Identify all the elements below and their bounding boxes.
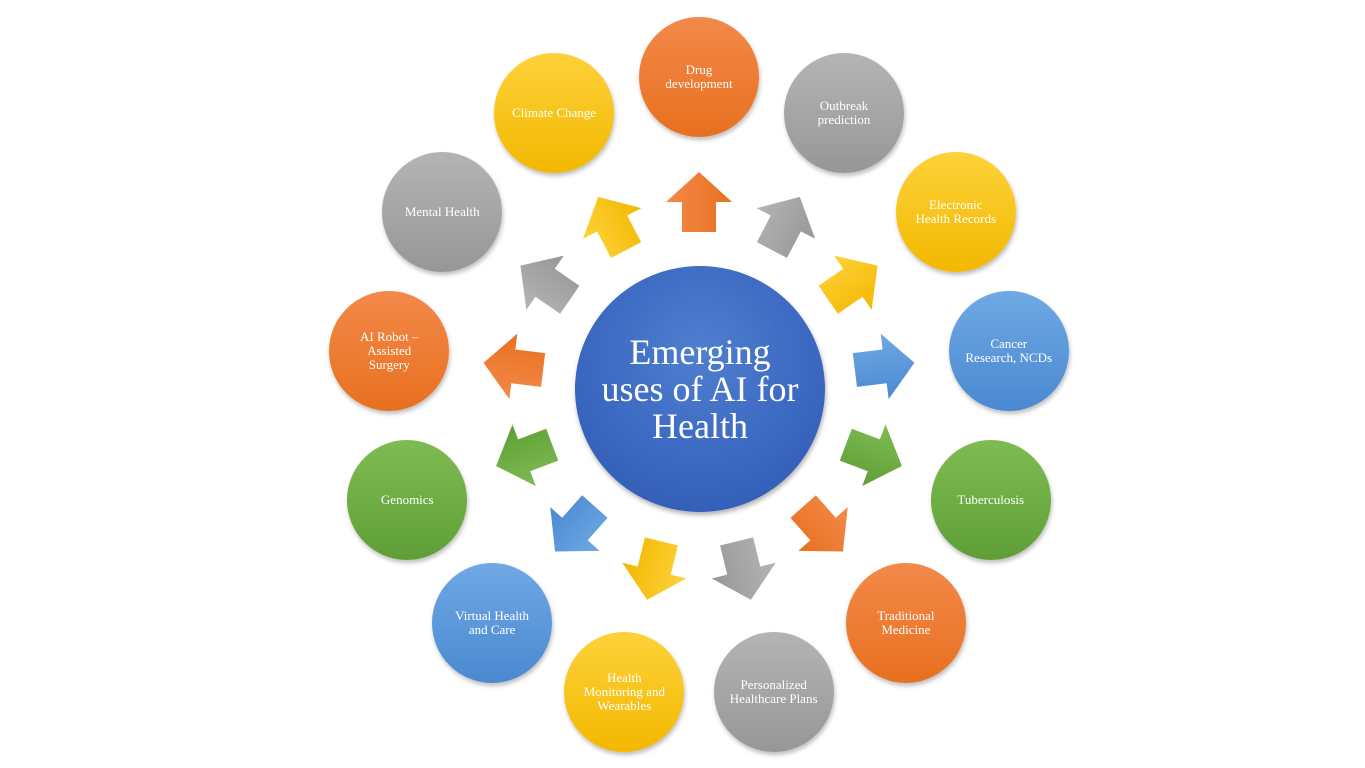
node-label-climate-change: Climate Change (511, 104, 597, 120)
node-genomics: Genomics (347, 439, 468, 560)
node-cancer-research: Cancer Research, NCDs (948, 291, 1069, 412)
node-climate-change: Climate Change (494, 52, 614, 173)
arrow-personalized-healthcare-plans (711, 537, 776, 600)
node-label-cancer-research: Cancer Research, NCDs (965, 336, 1053, 366)
arrow-mental-health (520, 255, 580, 314)
node-tuberculosis: Tuberculosis (930, 439, 1051, 560)
arrow-virtual-health-care (550, 495, 608, 552)
node-label-drug-development: Drug development (665, 62, 733, 91)
center-label: Emerging uses of AI for Health (601, 331, 799, 446)
arrow-genomics (496, 424, 559, 487)
node-label-electronic-health-records: Electronic Health Records (915, 196, 997, 226)
node-label-outbreak-prediction: Outbreak prediction (817, 97, 871, 127)
node-virtual-health-care: Virtual Health and Care (432, 562, 553, 683)
arrow-tuberculosis (839, 424, 902, 487)
arrow-drug-development (666, 172, 732, 232)
node-label-mental-health: Mental Health (404, 203, 480, 219)
node-health-monitoring-wearables: Health Monitoring and Wearables (564, 631, 685, 752)
node-electronic-health-records: Electronic Health Records (895, 151, 1016, 272)
arrow-ai-robot-surgery (483, 333, 546, 400)
node-drug-development: Drug development (639, 17, 759, 137)
node-label-ai-robot-surgery: AI Robot – Assisted Surgery (360, 329, 419, 373)
node-label-personalized-healthcare-plans: Personalized Healthcare Plans (729, 676, 818, 706)
node-personalized-healthcare-plans: Personalized Healthcare Plans (713, 631, 834, 752)
node-label-genomics: Genomics (380, 491, 434, 507)
arrow-outbreak-prediction (756, 196, 816, 258)
arrow-cancer-research (852, 333, 915, 400)
node-ai-robot-surgery: AI Robot – Assisted Surgery (329, 291, 450, 412)
arrow-traditional-medicine (790, 495, 848, 552)
node-label-health-monitoring-wearables: Health Monitoring and Wearables (583, 669, 665, 713)
node-traditional-medicine: Traditional Medicine (845, 562, 966, 683)
center-circle: Emerging uses of AI for Health (575, 266, 825, 512)
node-mental-health: Mental Health (382, 151, 503, 272)
node-outbreak-prediction: Outbreak prediction (783, 52, 904, 173)
node-label-traditional-medicine: Traditional Medicine (877, 607, 935, 637)
arrow-electronic-health-records (818, 255, 878, 314)
node-label-tuberculosis: Tuberculosis (957, 491, 1025, 507)
arrow-climate-change (582, 196, 642, 258)
node-label-virtual-health-care: Virtual Health and Care (455, 607, 530, 637)
arrow-health-monitoring-wearables (622, 537, 687, 600)
